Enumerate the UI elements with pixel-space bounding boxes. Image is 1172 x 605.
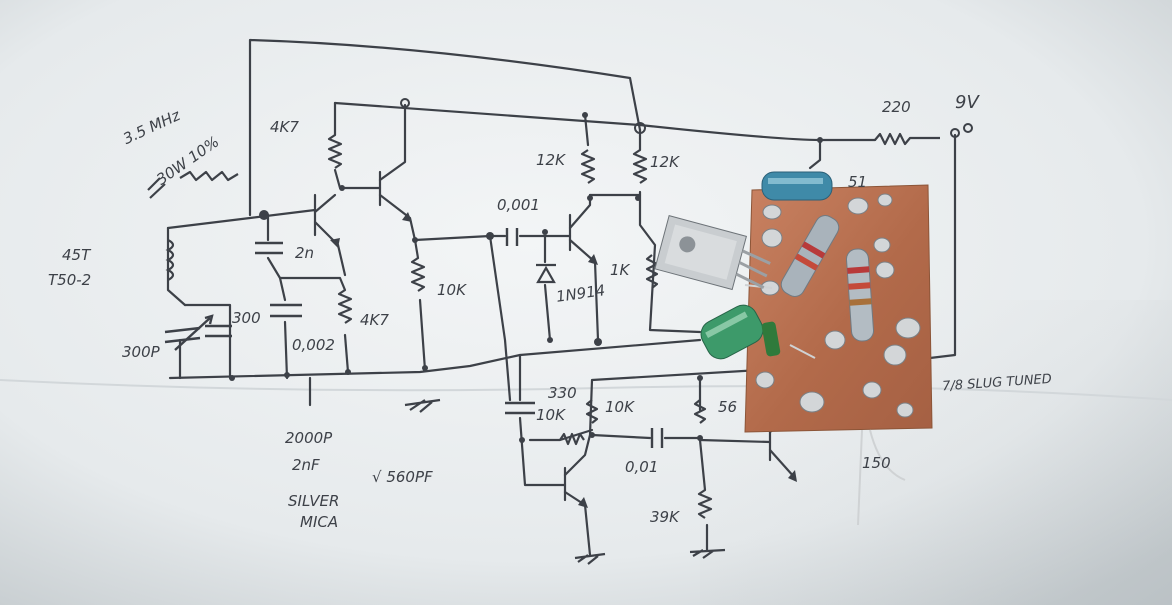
resistor-trimmer <box>179 170 239 182</box>
label-c-300: 300 <box>232 309 261 327</box>
label-r-12k-a: 12K <box>536 151 566 169</box>
junction-dots <box>229 98 973 443</box>
label-c-0002: 0,002 <box>292 336 335 354</box>
label-c-560pf: √ 560PF <box>372 468 433 486</box>
paper-fold <box>0 379 1172 401</box>
label-core: T50-2 <box>48 271 91 289</box>
resistor-56 <box>693 399 707 424</box>
resistor-220 <box>874 132 940 146</box>
resistor-10k-c <box>585 399 599 424</box>
label-r-4k7-mid: 4K7 <box>360 311 389 329</box>
label-r-12k-b: 12K <box>650 153 680 171</box>
label-r-10k-b: 10K <box>536 406 566 424</box>
label-c-2n: 2n <box>295 244 314 262</box>
capacitor-300p <box>164 326 201 344</box>
label-c-2000p: 2000P <box>285 429 333 447</box>
capacitor-trim-b <box>205 324 232 338</box>
label-r-1k: 1K <box>610 261 631 279</box>
coil-45t <box>165 239 175 281</box>
zener-diode-symbol <box>536 263 556 284</box>
to220-regulator <box>654 215 771 291</box>
label-r-10k-mid: 10K <box>437 281 467 299</box>
label-r-4k7-top: 4K7 <box>270 118 299 136</box>
resistor-4k7-mid <box>337 289 353 324</box>
resistor-10k-b <box>559 432 585 446</box>
label-supply: 9V <box>955 92 980 113</box>
label-silver: SILVER <box>288 492 339 510</box>
resistor-12k-a <box>580 149 596 184</box>
capacitor-0001 <box>505 228 519 246</box>
variable-cap-arrow <box>174 314 214 351</box>
resistor-10k-mid <box>410 257 426 292</box>
capacitor-001 <box>650 428 664 448</box>
resistor-1k <box>645 254 659 289</box>
capacitor-300 <box>270 303 302 318</box>
resistor-12k-b <box>632 149 648 184</box>
circuit-board <box>700 171 933 526</box>
capacitor-330 <box>505 401 535 415</box>
label-c-001: 0,01 <box>625 458 658 476</box>
label-r-39k: 39K <box>650 508 680 526</box>
label-coil: 45T <box>62 246 92 264</box>
label-r-220: 220 <box>882 98 911 116</box>
capacitor-symbols <box>164 228 664 448</box>
label-mica: MICA <box>300 513 338 531</box>
label-r-10k-c: 10K <box>605 398 635 416</box>
label-c-0001: 0,001 <box>497 196 540 214</box>
label-r-56: 56 <box>718 398 737 416</box>
label-c-330: 330 <box>548 384 577 402</box>
ground-symbols <box>147 177 726 565</box>
label-c-300p: 300P <box>122 343 161 361</box>
resistor-39k <box>697 489 713 519</box>
label-c-51: 51 <box>848 173 867 191</box>
label-r-150: 150 <box>862 454 891 472</box>
resistor-4k7-top <box>327 134 343 169</box>
label-c-2nf: 2nF <box>292 456 320 474</box>
capacitor-2n <box>255 241 283 255</box>
resistor-symbols <box>179 132 940 519</box>
transistor-arrows <box>330 212 797 508</box>
